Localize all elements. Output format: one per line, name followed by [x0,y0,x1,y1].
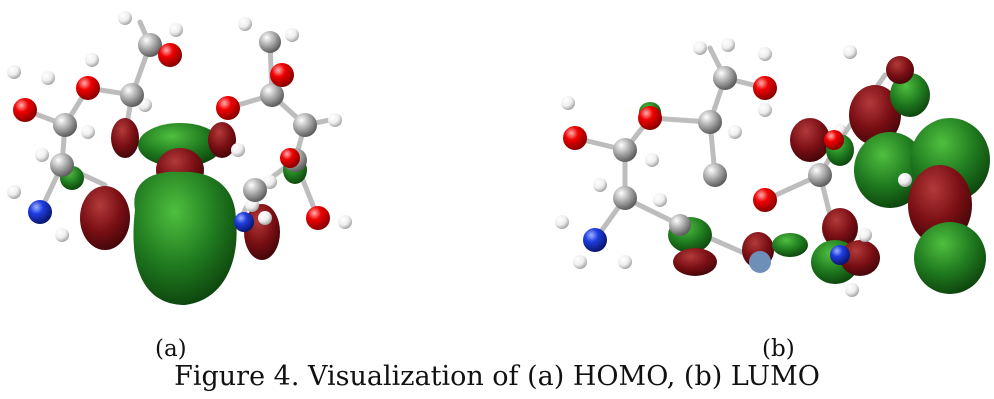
homo-orbital-lobes [60,118,307,305]
homo-molecule-render [7,11,352,305]
figure-caption: Figure 4. Visualization of (a) HOMO, (b)… [174,361,820,392]
panel-b-label: (b) [762,336,795,362]
lumo-orbital-lobes [639,56,990,294]
homo-atoms [7,11,352,242]
lumo-atoms [555,38,912,297]
panel-a-label: (a) [155,336,187,362]
lumo-molecule-render [555,38,990,297]
